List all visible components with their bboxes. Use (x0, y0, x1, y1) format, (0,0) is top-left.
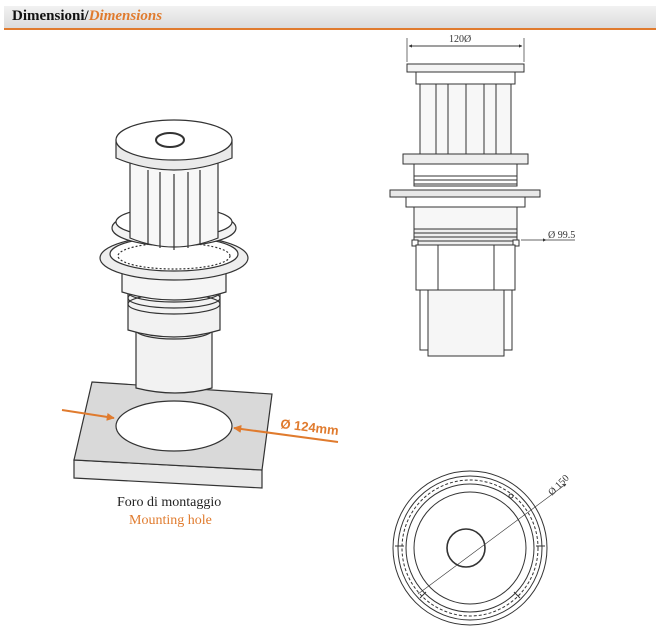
side-view (389, 38, 575, 357)
mounting-hole-diameter-label: Ø 124mm (280, 416, 340, 438)
title-english: Dimensions (88, 8, 163, 24)
body-diameter-label: Ø 99.5 (548, 230, 575, 241)
perspective-view (73, 119, 273, 489)
title-italian: Dimensioni/ (12, 8, 89, 24)
top-width-label: 120Ø (449, 34, 471, 45)
caption-italian: Foro di montaggio (117, 495, 222, 510)
caption-english: Mounting hole (129, 513, 212, 528)
center-hole-circle (446, 528, 486, 568)
top-view (392, 470, 567, 626)
lower-body (135, 329, 213, 394)
section-header: Dimensioni/Dimensions (4, 6, 656, 30)
mounting-hole (115, 400, 233, 452)
mounting-hole-dimension (61, 409, 339, 443)
outer-diameter-label: Ø 150 (546, 473, 571, 498)
outer-flange-circle (392, 470, 548, 626)
header-title: Dimensioni/Dimensions (12, 8, 162, 25)
cap-button (155, 132, 185, 148)
